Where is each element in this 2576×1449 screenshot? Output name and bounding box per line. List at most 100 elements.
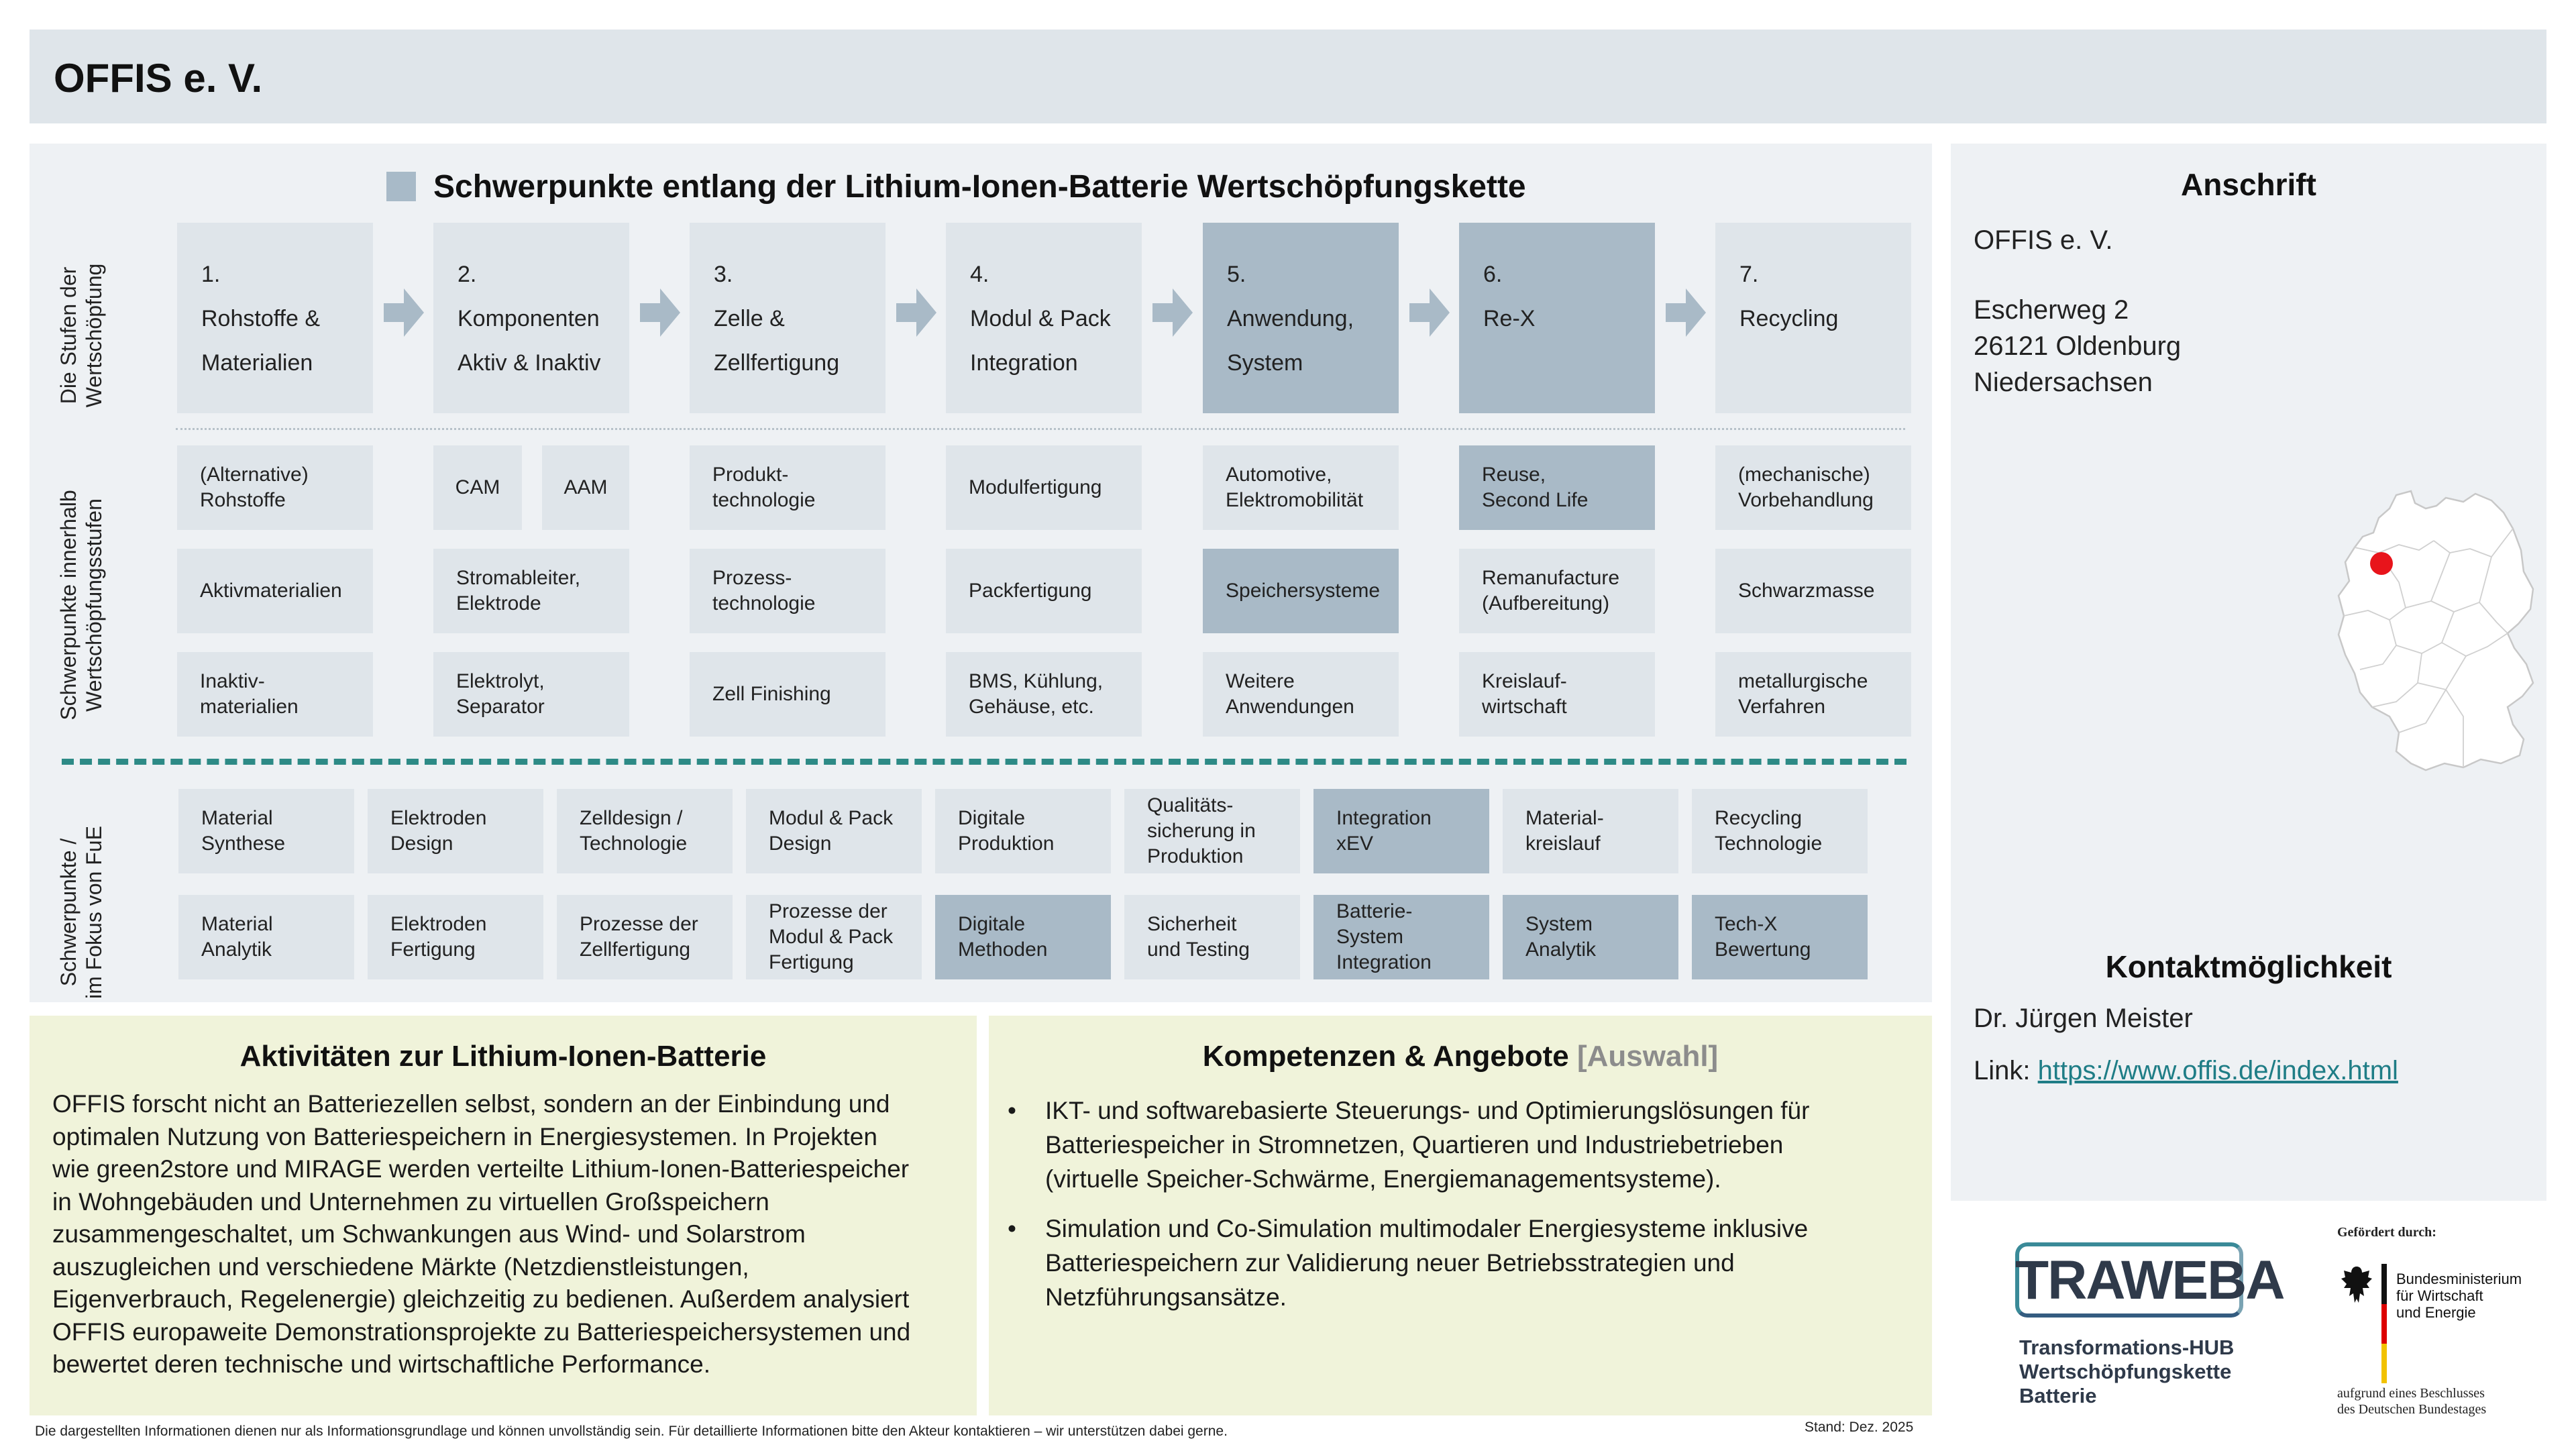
- focus-cell-label: Reuse, Second Life: [1482, 464, 1589, 511]
- activities-text-line: bewertet deren technische und wirtschaft…: [52, 1350, 711, 1378]
- research-cell: Material Synthese: [178, 789, 354, 873]
- stage-label-line: Recycling: [1739, 306, 1839, 331]
- bullet-icon: •: [1008, 1097, 1016, 1124]
- stage-number: 3.: [714, 262, 733, 287]
- focus-cell-label: Stromableiter, Elektrode: [456, 567, 581, 614]
- contact-link-label: Link:: [1974, 1056, 2031, 1085]
- stage-number: 5.: [1227, 262, 1246, 287]
- focus-cell: Modulfertigung: [946, 445, 1142, 530]
- activities-text-line: in Wohngebäuden und Unternehmen zu virtu…: [52, 1187, 769, 1216]
- competence-item: •Simulation und Co-Simulation multimodal…: [1008, 1212, 1913, 1314]
- research-cell-label: Prozesse der Modul & Pack Fertigung: [769, 900, 894, 973]
- germany-outline: [2337, 490, 2534, 771]
- research-cell-label: Sicherheit und Testing: [1147, 913, 1250, 961]
- germany-map: [2337, 490, 2534, 771]
- ministry-name-line: und Energie: [2396, 1304, 2476, 1321]
- stage-label-line: Re-X: [1483, 306, 1536, 331]
- contact-link-row: Link: https://www.offis.de/index.html: [1974, 1056, 2398, 1086]
- research-cell-label: Prozesse der Zellfertigung: [580, 913, 698, 961]
- activities-panel: [30, 1016, 977, 1415]
- funded-by-label: Gefördert durch:: [2337, 1225, 2436, 1240]
- activities-text-line: wie green2store und MIRAGE werden vertei…: [52, 1155, 910, 1183]
- contact-link[interactable]: https://www.offis.de/index.html: [2037, 1056, 2398, 1085]
- arrow-right-icon: [896, 288, 936, 337]
- row-label-research: Schwerpunkte /im Fokus von FuE: [56, 826, 106, 999]
- stage-box: 7.Recycling: [1715, 223, 1911, 413]
- research-cell: Digitale Methoden: [935, 895, 1111, 979]
- competence-text-line: Simulation und Co-Simulation multimodale…: [1045, 1215, 1809, 1242]
- focus-cell: BMS, Kühlung, Gehäuse, etc.: [946, 652, 1142, 737]
- focus-cell-label: Modulfertigung: [969, 476, 1102, 498]
- competence-text-line: Netzführungsansätze.: [1045, 1283, 1287, 1311]
- arrow-right-icon: [1409, 288, 1450, 337]
- arrow-right-icon: [1152, 288, 1193, 337]
- location-marker: [2370, 552, 2393, 575]
- focus-cell: Weitere Anwendungen: [1203, 652, 1399, 737]
- research-cell: Material Analytik: [178, 895, 354, 979]
- focus-cell: CAM: [433, 445, 522, 530]
- focus-cell: Speichersysteme: [1203, 549, 1399, 633]
- activities-title: Aktivitäten zur Lithium-Ionen-Batterie: [239, 1040, 767, 1073]
- focus-cell-label: Weitere Anwendungen: [1226, 670, 1354, 718]
- competence-text-line: Batteriespeichern zur Validierung neuer …: [1045, 1249, 1735, 1277]
- german-flag-bar: [2381, 1264, 2387, 1383]
- research-cell: Material- kreislauf: [1503, 789, 1678, 873]
- traweba-subtitle-line: Transformations-HUB: [2019, 1336, 2235, 1359]
- focus-cell-label: Zell Finishing: [712, 683, 831, 705]
- focus-cell: (Alternative) Rohstoffe: [177, 445, 373, 530]
- focus-cell: Elektrolyt, Separator: [433, 652, 629, 737]
- stage-label-line: Modul & Pack: [970, 306, 1111, 331]
- traweba-subtitle-line: Batterie: [2019, 1384, 2097, 1407]
- address-title: Anschrift: [2181, 167, 2316, 202]
- research-cell: Tech-X Bewertung: [1692, 895, 1868, 979]
- research-cell: Integration xEV: [1313, 789, 1489, 873]
- focus-cell: Stromableiter, Elektrode: [433, 549, 629, 633]
- research-cell: Digitale Produktion: [935, 789, 1111, 873]
- focus-cell: AAM: [542, 445, 629, 530]
- stage-label-line: Rohstoffe &: [201, 306, 321, 331]
- focus-cell: Kreislauf- wirtschaft: [1459, 652, 1655, 737]
- research-cell-label: Material Synthese: [201, 807, 286, 855]
- competence-text: Simulation und Co-Simulation multimodale…: [1045, 1212, 1808, 1314]
- competence-item: •IKT- und softwarebasierte Steuerungs- u…: [1008, 1093, 1913, 1196]
- stage-box: 6. Re-X: [1459, 223, 1655, 413]
- stage-label-line: Komponenten: [458, 306, 600, 331]
- focus-cell-label: Produkt- technologie: [712, 464, 816, 511]
- research-cell: System Analytik: [1503, 895, 1678, 979]
- traweba-logo-frame: [2015, 1242, 2243, 1318]
- address-street: Escherweg 2: [1974, 295, 2129, 325]
- resolution-line: des Deutschen Bundestages: [2337, 1402, 2487, 1417]
- competences-title: Kompetenzen & Angebote [Auswahl]: [1202, 1040, 1719, 1073]
- research-cell-label: Digitale Produktion: [958, 807, 1055, 855]
- research-cell-label: Elektroden Fertigung: [390, 913, 487, 961]
- contact-title: Kontaktmöglichkeit: [2105, 949, 2392, 984]
- stage-number: 6.: [1483, 262, 1503, 287]
- research-cell: Modul & Pack Design: [746, 789, 922, 873]
- focus-cell-label: Schwarzmasse: [1738, 580, 1875, 602]
- research-cell-label: Qualitäts- sicherung in Produktion: [1147, 794, 1256, 867]
- focus-cell-label: Aktivmaterialien: [200, 580, 342, 602]
- stage-divider: [176, 428, 1905, 430]
- arrow-right-icon: [1666, 288, 1706, 337]
- traweba-subtitle-line: Wertschöpfungskette: [2019, 1360, 2232, 1383]
- research-cell: Prozesse der Zellfertigung: [557, 895, 733, 979]
- arrow-right-icon: [384, 288, 424, 337]
- focus-cell-label: Prozess- technologie: [712, 567, 816, 614]
- focus-cell-label: (mechanische) Vorbehandlung: [1738, 464, 1874, 511]
- activities-text-line: OFFIS europaweite Demonstrationsprojekte…: [52, 1318, 911, 1346]
- competences-panel: [989, 1016, 1932, 1415]
- competence-text-line: (virtuelle Speicher-Schwärme, Energieman…: [1045, 1165, 1721, 1193]
- activities-text-line: optimalen Nutzung von Batteriespeichern …: [52, 1122, 877, 1150]
- stage-box: 3.Zelle &Zellfertigung: [690, 223, 885, 413]
- arrow-right-icon: [640, 288, 680, 337]
- focus-cell: (mechanische) Vorbehandlung: [1715, 445, 1911, 530]
- stage-label-line: Integration: [970, 350, 1078, 376]
- stage-label-line: System: [1227, 350, 1303, 376]
- research-cell-label: System Analytik: [1525, 913, 1597, 961]
- focus-cell-label: AAM: [564, 476, 608, 498]
- status-date: Stand: Dez. 2025: [1805, 1419, 1914, 1435]
- research-cell-label: Tech-X Bewertung: [1715, 913, 1811, 961]
